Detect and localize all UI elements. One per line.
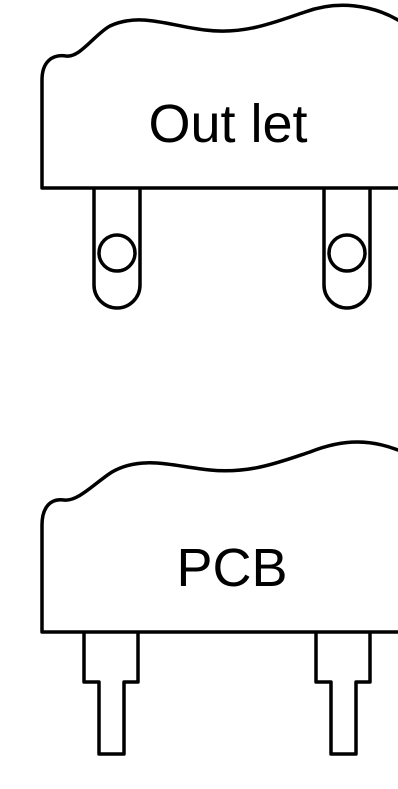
outlet-body [40, 3, 398, 190]
pcb-right-pin [314, 632, 372, 756]
outlet-right-pin [322, 188, 372, 310]
pcb-label: PCB [176, 538, 287, 598]
outlet-label: Out let [148, 94, 307, 154]
pcb-body [40, 440, 398, 634]
outlet-component: Out let [40, 3, 398, 310]
outlet-left-pin [92, 188, 142, 310]
pcb-component: PCB [40, 440, 398, 756]
pcb-left-pin [82, 632, 140, 756]
